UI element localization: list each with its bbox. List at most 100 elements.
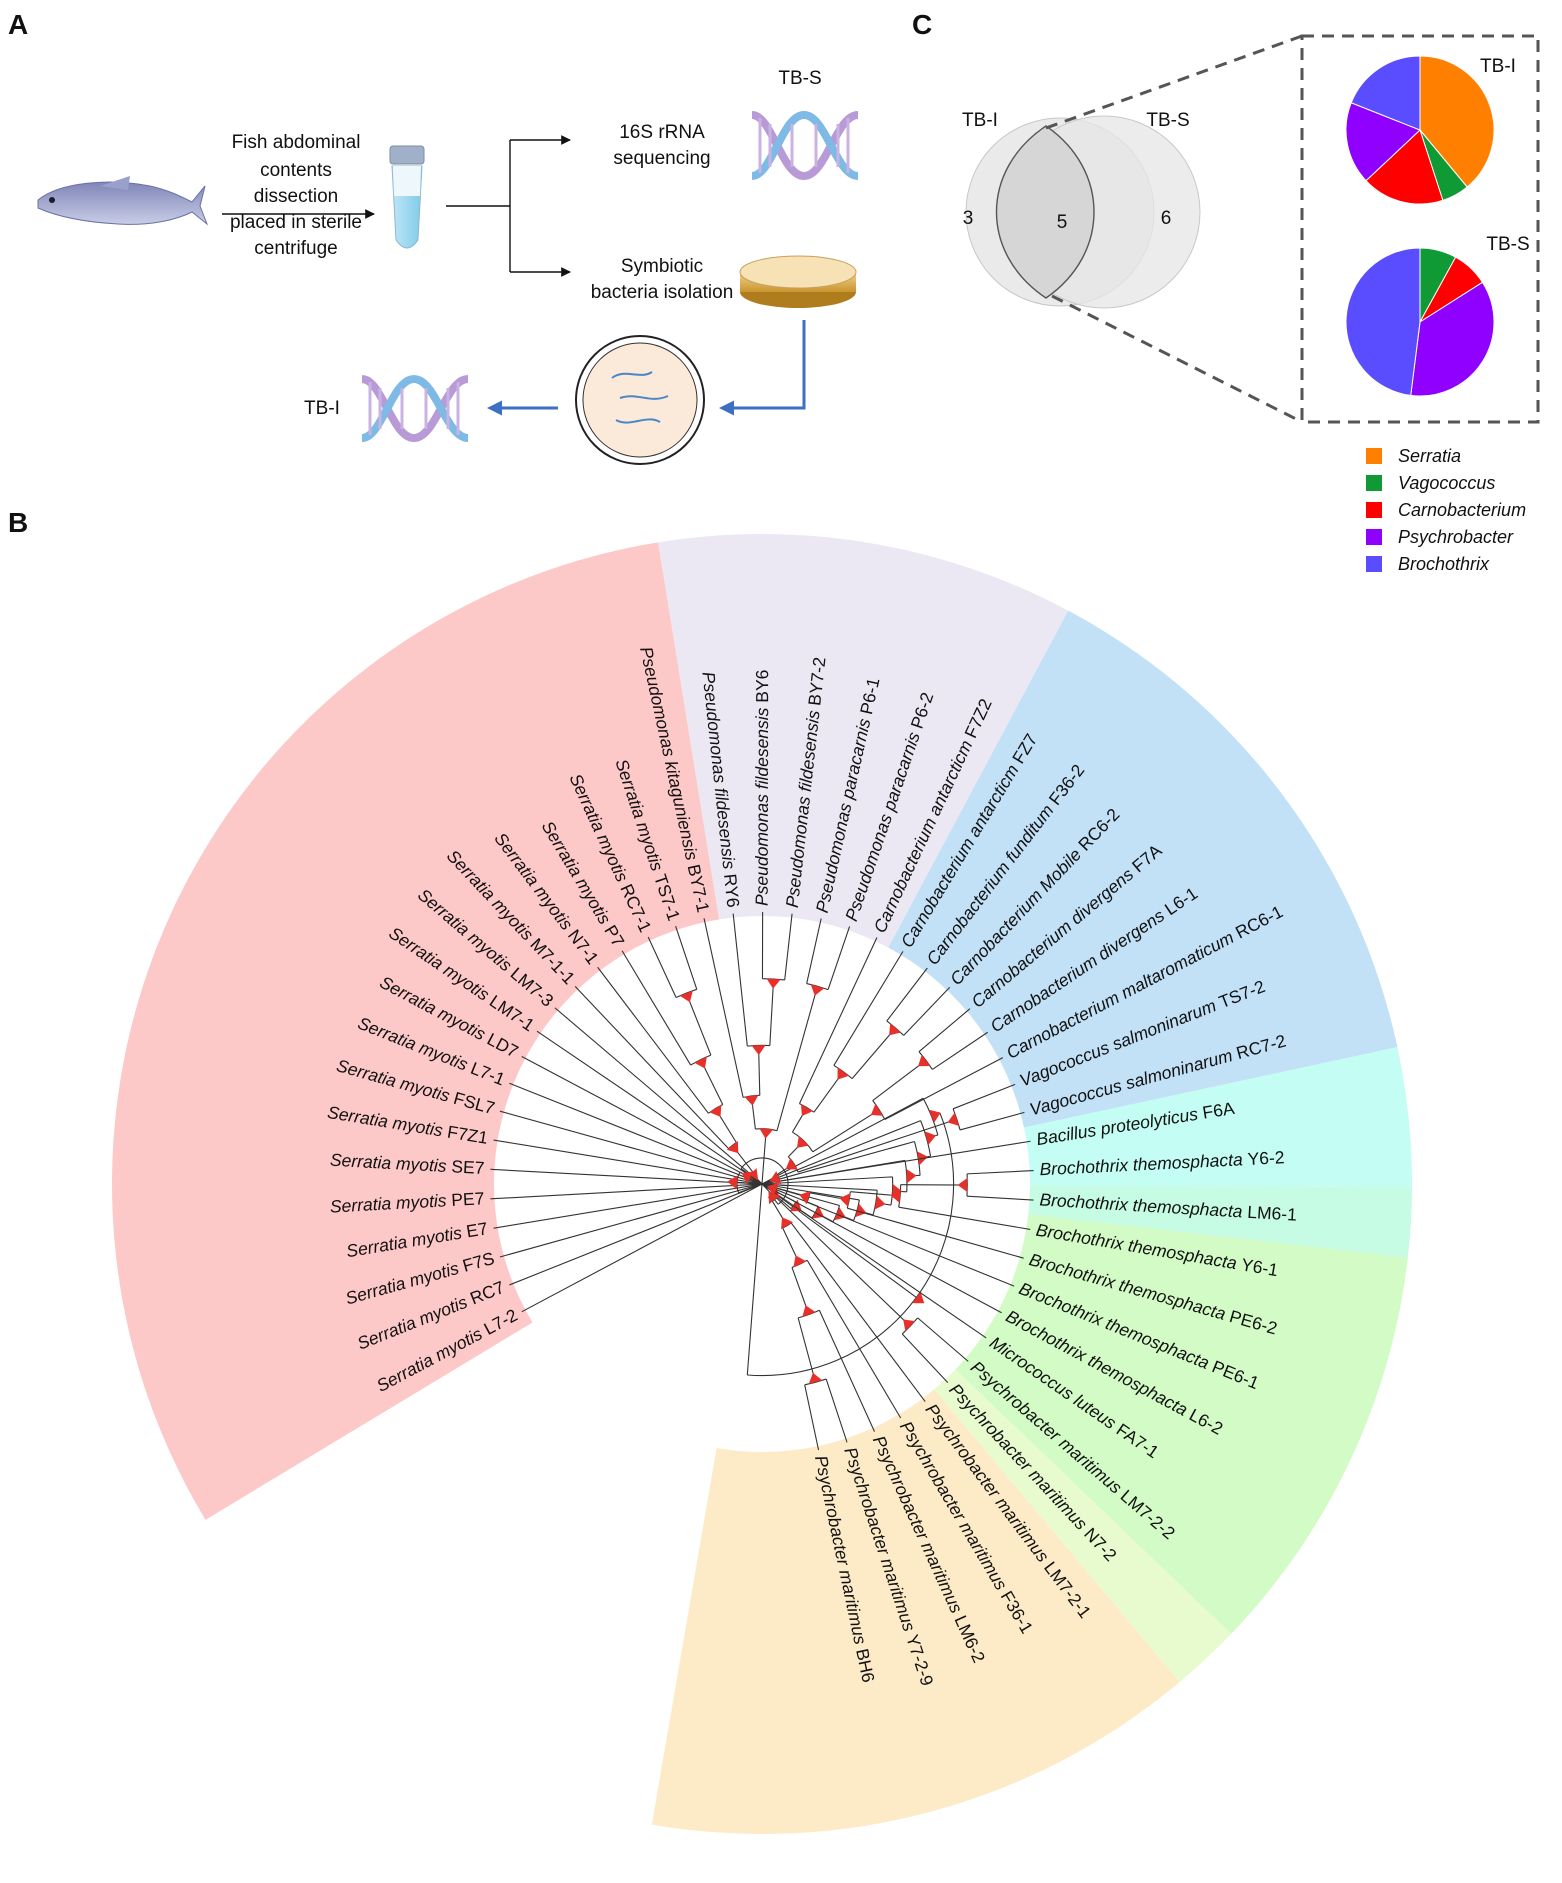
bootstrap-marker	[781, 1217, 794, 1230]
tree-branch	[703, 918, 744, 1098]
colony-plate-icon	[575, 335, 705, 465]
bootstrap-marker	[890, 1188, 901, 1203]
tree-branch	[806, 1201, 1015, 1287]
legend-swatch	[1366, 448, 1382, 464]
tree-branch	[806, 918, 822, 984]
tree-branch	[798, 937, 878, 1104]
tree-branch	[647, 936, 677, 998]
sequencing-label-2: sequencing	[613, 148, 710, 169]
venn-right-label: TB-S	[1146, 110, 1189, 131]
tree-branch	[554, 1007, 751, 1175]
tree-branch	[884, 1057, 1004, 1121]
bootstrap-marker	[766, 978, 781, 989]
pie-slice	[1350, 55, 1421, 131]
isolation-label-2: bacteria isolation	[591, 282, 734, 303]
bootstrap-marker	[855, 1203, 867, 1218]
pie-label-tbs: TB-S	[1486, 234, 1529, 255]
tbi-label: TB-I	[304, 398, 340, 419]
tree-branch	[804, 1384, 820, 1451]
dna-icon-tbs	[750, 110, 859, 181]
workflow-branch	[446, 135, 571, 277]
bootstrap-marker	[928, 1109, 941, 1123]
bootstrap-marker	[726, 1141, 739, 1154]
petri-dish-icon	[739, 255, 857, 308]
venn-right-only: 6	[1161, 208, 1172, 229]
bootstrap-marker	[800, 1104, 813, 1117]
bootstrap-marker	[906, 1169, 917, 1184]
tree-branch	[797, 1317, 817, 1383]
bootstrap-marker	[810, 984, 825, 996]
step1-line-1: Fish abdominal	[232, 132, 361, 153]
tree-branch	[903, 986, 951, 1036]
bootstrap-marker	[767, 1183, 779, 1197]
bootstrap-marker	[802, 1305, 816, 1317]
bootstrap-marker	[789, 1199, 802, 1212]
tree-branch	[536, 1030, 774, 1192]
bootstrap-marker	[839, 1193, 851, 1207]
bootstrap-marker	[808, 1372, 823, 1385]
bootstrap-marker	[727, 1175, 738, 1190]
bootstrap-marker	[709, 1104, 722, 1117]
tree-branch	[833, 951, 904, 1066]
fish-icon	[37, 176, 209, 226]
step1-line-2: contents	[260, 160, 332, 181]
legend-label: Psychrobacter	[1398, 527, 1514, 547]
tree-branch	[918, 1008, 971, 1053]
tree-branch	[493, 1139, 860, 1201]
venn-shared: 5	[1057, 212, 1068, 233]
tree-branch	[818, 1310, 876, 1432]
bootstrap-marker	[759, 1128, 774, 1139]
tree-branch	[917, 1317, 969, 1362]
tree-branch	[851, 1027, 896, 1079]
bootstrap-marker	[947, 1112, 960, 1126]
tree-leaf-label: Pseudomonas fildesensis BY6	[751, 670, 772, 906]
bootstrap-marker	[769, 1171, 782, 1185]
tree-branch	[966, 1195, 1034, 1201]
bootstrap-marker	[768, 1192, 781, 1205]
genus-legend: SerratiaVagococcusCarnobacteriumPsychrob…	[1366, 446, 1526, 574]
panel-label-b: B	[8, 507, 28, 538]
workflow-step1-text: Fish abdominal contents dissection place…	[230, 132, 362, 259]
tree-branch	[675, 925, 698, 990]
legend-label: Serratia	[1398, 446, 1461, 466]
tbs-label: TB-S	[778, 68, 821, 89]
bootstrap-marker	[889, 1023, 901, 1036]
tree-branch-arc	[740, 1157, 789, 1205]
bootstrap-marker	[874, 1195, 886, 1210]
tree-branch	[574, 985, 729, 1150]
tree-branch	[967, 1170, 1034, 1175]
legend-swatch	[1366, 475, 1382, 491]
pie-slice	[1419, 55, 1495, 188]
zoom-lines	[1045, 34, 1540, 424]
legend-swatch	[1366, 502, 1382, 518]
venn-left-label: TB-I	[962, 110, 998, 131]
panel-label-c: C	[912, 9, 932, 40]
bootstrap-marker	[924, 1131, 936, 1145]
tree-branch	[812, 1109, 880, 1153]
tree-branch	[901, 1333, 949, 1384]
pie-charts	[1345, 55, 1495, 397]
bootstrap-marker	[694, 1056, 707, 1069]
tree-branch-arc	[747, 1112, 955, 1377]
bootstrap-marker	[957, 1178, 968, 1193]
tree-branch	[769, 978, 775, 1046]
pie-label-tbi: TB-I	[1480, 56, 1516, 77]
step1-line-3: dissection	[254, 186, 339, 207]
legend-label: Carnobacterium	[1398, 500, 1526, 520]
tree-branch	[746, 1128, 767, 1376]
venn-left-only: 3	[963, 208, 974, 229]
tree-branch	[621, 950, 692, 1066]
tree-branch	[732, 913, 748, 1047]
tree-branch	[776, 986, 819, 1131]
pie-slice	[1345, 247, 1421, 396]
tree-branch	[490, 1168, 878, 1191]
tree-branch	[776, 1197, 911, 1327]
tree-branch	[509, 1120, 921, 1286]
bootstrap-marker	[903, 1319, 916, 1332]
bootstrap-marker	[918, 1054, 931, 1067]
tree-branch	[521, 1097, 924, 1313]
isolation-arrow	[719, 320, 806, 416]
step1-line-4: placed in sterile	[230, 212, 362, 233]
bootstrap-marker	[799, 1190, 811, 1205]
